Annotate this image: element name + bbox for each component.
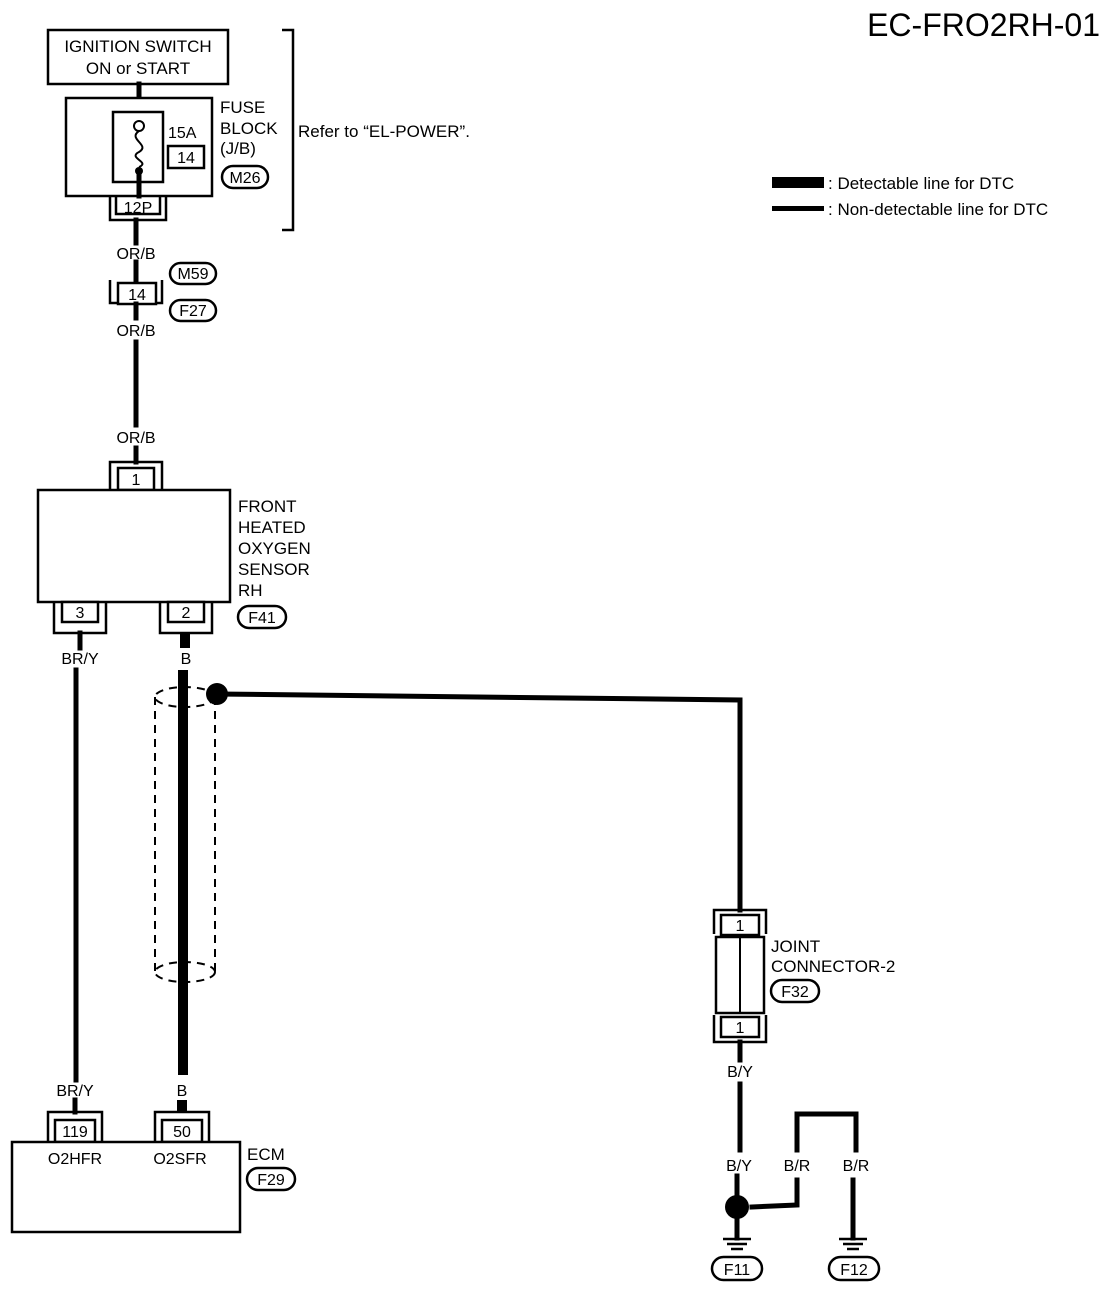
ignition-switch: IGNITION SWITCH ON or START	[46, 28, 230, 86]
harness-code-top: M59	[177, 266, 208, 283]
wire-label-br-1: B/R	[784, 1158, 811, 1175]
joint-pin-bottom: 1	[736, 1020, 745, 1037]
oxygen-sensor: 1 FRONT HEATED OXYGEN SENSOR RH F41 3 2	[36, 460, 311, 635]
sensor-code: F41	[248, 610, 276, 627]
ground-section: B/R B/R F11 F12	[710, 1111, 881, 1282]
ground-code-1: F11	[724, 1262, 750, 1279]
ground-code-2: F12	[840, 1262, 868, 1279]
harness-code-bottom: F27	[179, 303, 207, 320]
sensor-pin-in: 1	[132, 472, 141, 489]
ignition-line1: IGNITION SWITCH	[64, 37, 211, 56]
sensor-label-3: OXYGEN	[238, 539, 311, 558]
fuse-block-code: M26	[229, 170, 260, 187]
sensor-pin-right: 2	[182, 605, 191, 622]
fuse-block-label-3: (J/B)	[220, 139, 256, 158]
wire-label-orb-1: OR/B	[116, 246, 155, 263]
joint-label-2: CONNECTOR-2	[771, 957, 895, 976]
wire-label-b-2: B	[177, 1083, 188, 1100]
joint-label-1: JOINT	[771, 937, 820, 956]
legend-thick-line	[772, 177, 824, 188]
joint-pin-top: 1	[736, 918, 745, 935]
sensor-label-5: RH	[238, 581, 263, 600]
fuse-block-label-1: FUSE	[220, 98, 265, 117]
joint-connector: 1 1 JOINT CONNECTOR-2 F32	[712, 908, 895, 1044]
ecm-terminal-right: O2SFR	[153, 1151, 206, 1168]
ecm-pin-right: 50	[173, 1124, 191, 1141]
ecm-terminal-left: O2HFR	[48, 1151, 102, 1168]
legend-thin-line	[772, 206, 824, 211]
ground-splice-dot	[725, 1195, 749, 1219]
harness-connector: 14 M59 F27	[108, 261, 218, 323]
fuse-block: 15A 14 FUSE BLOCK (J/B) M26 12P	[64, 96, 278, 222]
fuse-amp: 15A	[168, 125, 197, 142]
sensor-label-4: SENSOR	[238, 560, 310, 579]
fuse-block-label-2: BLOCK	[220, 119, 278, 138]
joint-code: F32	[781, 984, 809, 1001]
diagram-id: EC-FRO2RH-01	[867, 7, 1100, 43]
sensor-pin-left: 3	[76, 605, 85, 622]
legend: : Detectable line for DTC : Non-detectab…	[772, 174, 1048, 219]
legend-detectable-label: : Detectable line for DTC	[828, 174, 1014, 193]
ecm-code: F29	[257, 1172, 285, 1189]
ignition-line2: ON or START	[86, 59, 190, 78]
wire-label-by-1: B/Y	[727, 1064, 753, 1081]
ecm: 119 50 O2HFR O2SFR ECM F29	[10, 1110, 297, 1234]
fuse-icon	[134, 130, 144, 168]
fuse-number: 14	[177, 150, 195, 167]
sensor-label-1: FRONT	[238, 497, 297, 516]
fuse-connector-label: 12P	[124, 200, 152, 217]
ecm-pin-left: 119	[62, 1124, 88, 1141]
sensor-label-2: HEATED	[238, 518, 306, 537]
wire-label-bry-1: BR/Y	[61, 651, 99, 668]
ground-icon	[839, 1237, 867, 1251]
wire-label-bry-2: BR/Y	[56, 1083, 94, 1100]
wire-label-br-2: B/R	[843, 1158, 870, 1175]
wire-label-b-1: B	[181, 651, 192, 668]
ground-icon	[723, 1237, 751, 1251]
harness-pin: 14	[128, 287, 146, 304]
wire-label-orb-3: OR/B	[116, 430, 155, 447]
wire-label-orb-2: OR/B	[116, 323, 155, 340]
wire-label-by-2: B/Y	[726, 1158, 752, 1175]
legend-non-detectable-label: : Non-detectable line for DTC	[828, 200, 1048, 219]
refer-note: Refer to “EL-POWER”.	[298, 122, 470, 141]
ecm-label: ECM	[247, 1145, 285, 1164]
